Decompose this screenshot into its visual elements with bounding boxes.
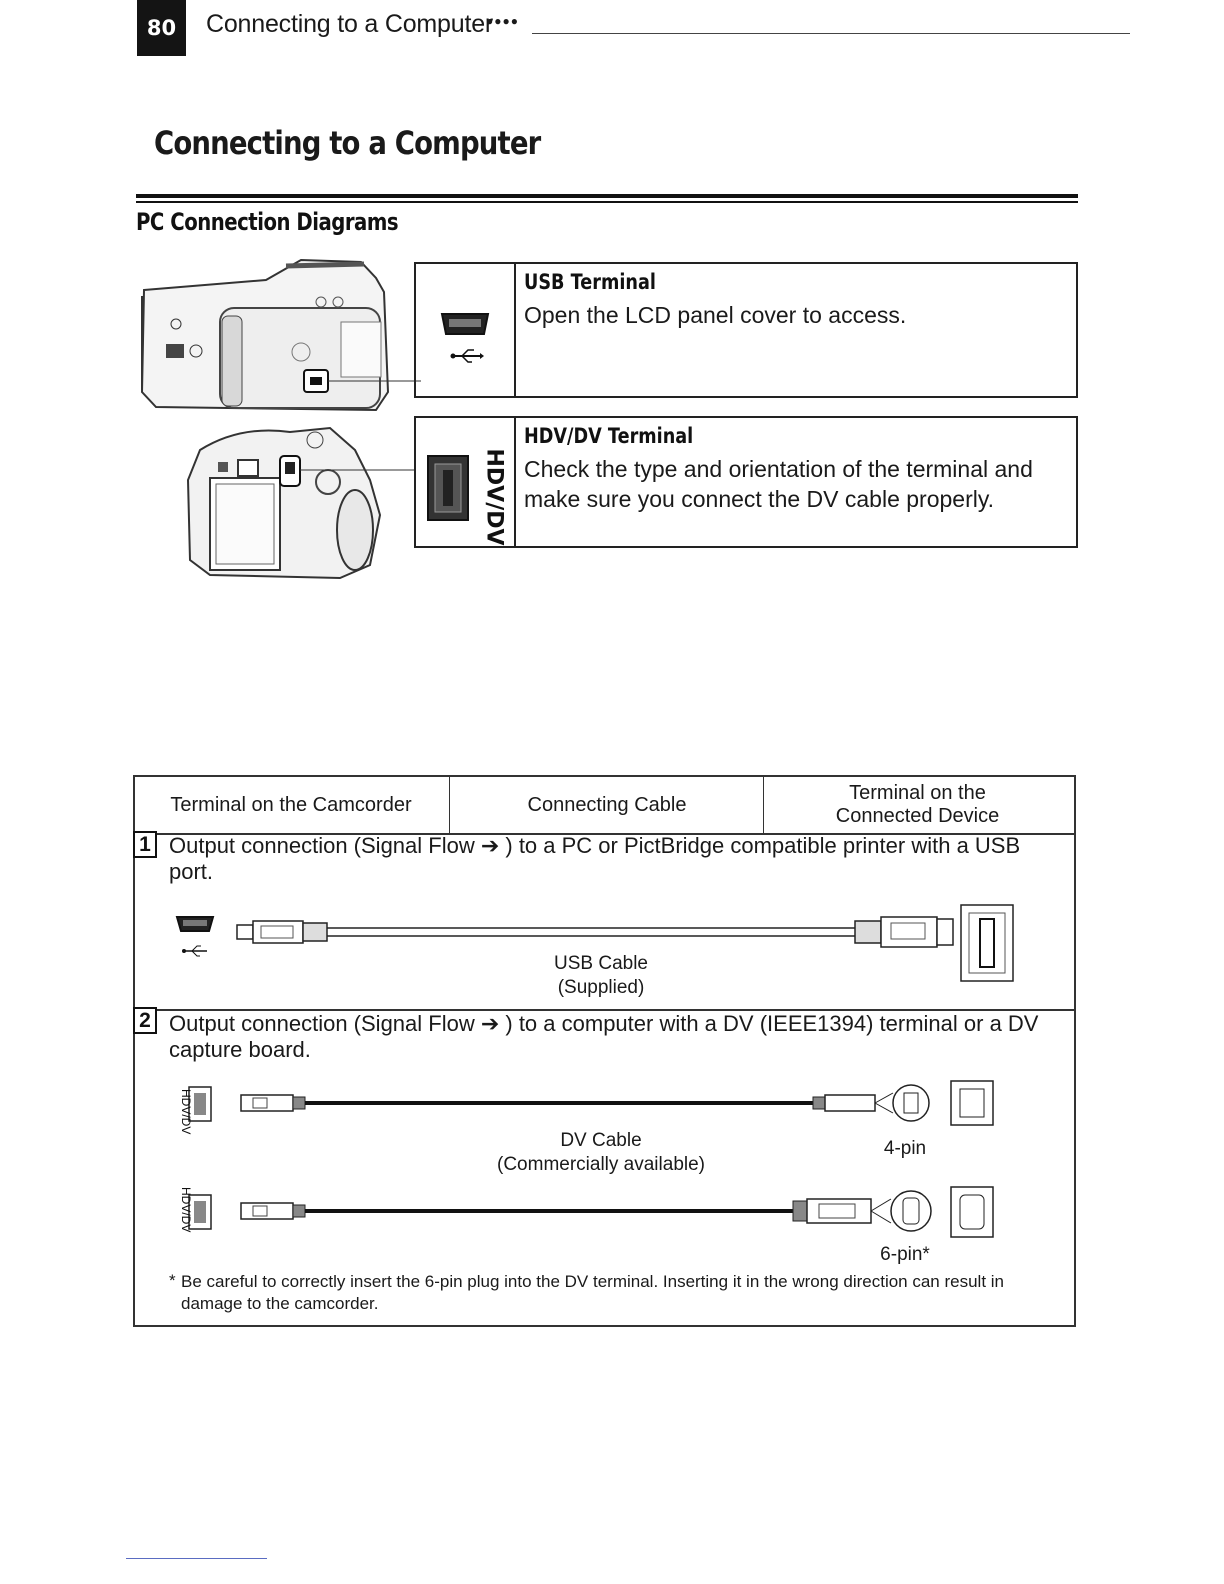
dv-cable-note: (Commercially available) bbox=[497, 1154, 705, 1175]
usb-mini-port-icon bbox=[440, 313, 490, 363]
usb-terminal-box: USB Terminal Open the LCD panel cover to… bbox=[414, 262, 1078, 398]
column-header-connected-device: Terminal on the Connected Device bbox=[835, 782, 1000, 827]
dv-terminal-text: Check the type and orientation of the te… bbox=[524, 456, 1033, 512]
page-number: 80 bbox=[137, 0, 186, 56]
pin4-label: 4-pin bbox=[883, 1138, 927, 1159]
header-divider bbox=[135, 833, 1074, 835]
row-divider bbox=[135, 1009, 1074, 1011]
camcorder-side-illustration bbox=[140, 258, 421, 412]
connection-table: Terminal on the Camcorder Connecting Cab… bbox=[133, 775, 1076, 1327]
title-rule bbox=[136, 194, 1078, 198]
column-header-camcorder-terminal: Terminal on the Camcorder bbox=[170, 793, 412, 816]
dv-terminal-icon-cell: HDV/DV bbox=[416, 418, 516, 546]
dv-terminal-vertical-label: HDV/DV bbox=[481, 448, 507, 546]
dv-6pin-vertical-label: HDV/DV bbox=[179, 1187, 193, 1233]
running-title: Connecting to a Computer bbox=[206, 10, 494, 38]
usb-cable-label: USB Cable bbox=[554, 953, 648, 974]
dv-port-icon bbox=[427, 455, 469, 521]
column-divider bbox=[763, 777, 764, 833]
dv-terminal-heading: HDV/DV Terminal bbox=[524, 424, 694, 448]
footer-rule bbox=[126, 1558, 267, 1559]
usb-terminal-text: Open the LCD panel cover to access. bbox=[524, 302, 907, 328]
row-2-description: Output connection (Signal Flow ➔ ) to a … bbox=[169, 1011, 1039, 1062]
footnote-mark: * bbox=[169, 1271, 176, 1290]
usb-terminal-heading: USB Terminal bbox=[524, 270, 656, 294]
dv-terminal-box: HDV/DV HDV/DV Terminal Check the type an… bbox=[414, 416, 1078, 548]
row-number-1: 1 bbox=[133, 831, 157, 858]
page-title: Connecting to a Computer bbox=[154, 124, 541, 162]
section-heading: PC Connection Diagrams bbox=[136, 208, 399, 236]
dv-4pin-vertical-label: HDV/DV bbox=[179, 1089, 193, 1135]
usb-cable-diagram bbox=[175, 904, 1014, 982]
column-divider bbox=[449, 777, 450, 833]
dv-cable-4pin-diagram bbox=[188, 1080, 994, 1126]
title-rule-thin bbox=[136, 201, 1078, 203]
column-header-connecting-cable: Connecting Cable bbox=[527, 793, 687, 816]
dv-cable-label: DV Cable bbox=[560, 1130, 642, 1151]
camcorder-rear-illustration bbox=[186, 426, 415, 580]
running-dots: ●●●● bbox=[486, 14, 519, 28]
row-number-2: 2 bbox=[133, 1007, 157, 1034]
usb-cable-note: (Supplied) bbox=[557, 977, 645, 998]
row-1-description: Output connection (Signal Flow ➔ ) to a … bbox=[169, 833, 1021, 884]
header-rule bbox=[532, 33, 1130, 34]
dv-cable-6pin-diagram bbox=[188, 1186, 994, 1238]
pin6-label: 6-pin* bbox=[880, 1244, 930, 1265]
usb-terminal-icon-cell bbox=[416, 264, 516, 396]
footnote-text: Be careful to correctly insert the 6-pin… bbox=[181, 1272, 1005, 1313]
